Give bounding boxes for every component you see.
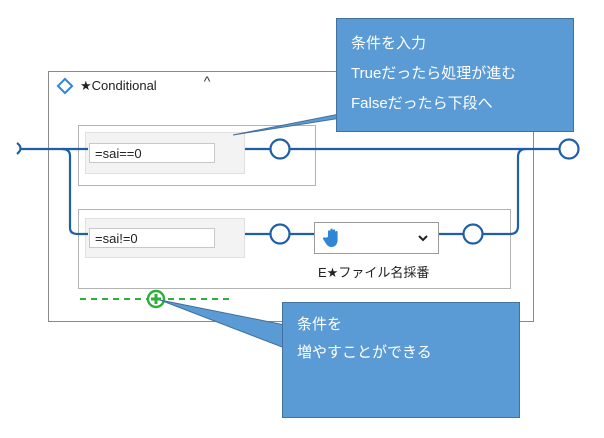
row2-connector-node-1[interactable] bbox=[269, 223, 291, 245]
condition-input-1[interactable] bbox=[89, 143, 215, 163]
input-connector bbox=[16, 142, 22, 155]
activity-label: E★ファイル名採番 bbox=[318, 265, 430, 280]
add-case-button[interactable] bbox=[146, 289, 166, 309]
callout-top-line-2: Trueだったら処理が進む bbox=[351, 65, 517, 82]
callout-bottom-pointer bbox=[159, 299, 291, 351]
activity-card[interactable] bbox=[314, 222, 439, 254]
conditional-title[interactable]: ★Conditional bbox=[80, 78, 157, 93]
callout-top-line-1: 条件を入力 bbox=[351, 35, 427, 52]
callout-bottom-line-1: 条件を bbox=[297, 316, 343, 333]
chevron-down-icon[interactable] bbox=[416, 231, 430, 245]
flow-branch-down bbox=[61, 147, 88, 236]
callout-bottom-line-2: 増やすことができる bbox=[297, 344, 432, 361]
row2-connector-node-2[interactable] bbox=[462, 223, 484, 245]
callout-top-line-3: Falseだったら下段へ bbox=[351, 95, 493, 112]
output-connector-node[interactable] bbox=[558, 138, 580, 160]
flow-merge-up bbox=[483, 147, 527, 236]
condition-input-2[interactable] bbox=[89, 228, 215, 248]
conditional-header: ★Conditional bbox=[56, 76, 157, 96]
collapse-caret-icon[interactable]: ^ bbox=[203, 73, 211, 89]
hand-pointer-icon bbox=[322, 228, 338, 247]
callout-bottom: 条件を 増やすことができる bbox=[282, 302, 520, 418]
row1-connector-node[interactable] bbox=[269, 138, 291, 160]
callout-top: 条件を入力 Trueだったら処理が進む Falseだったら下段へ bbox=[336, 18, 574, 132]
